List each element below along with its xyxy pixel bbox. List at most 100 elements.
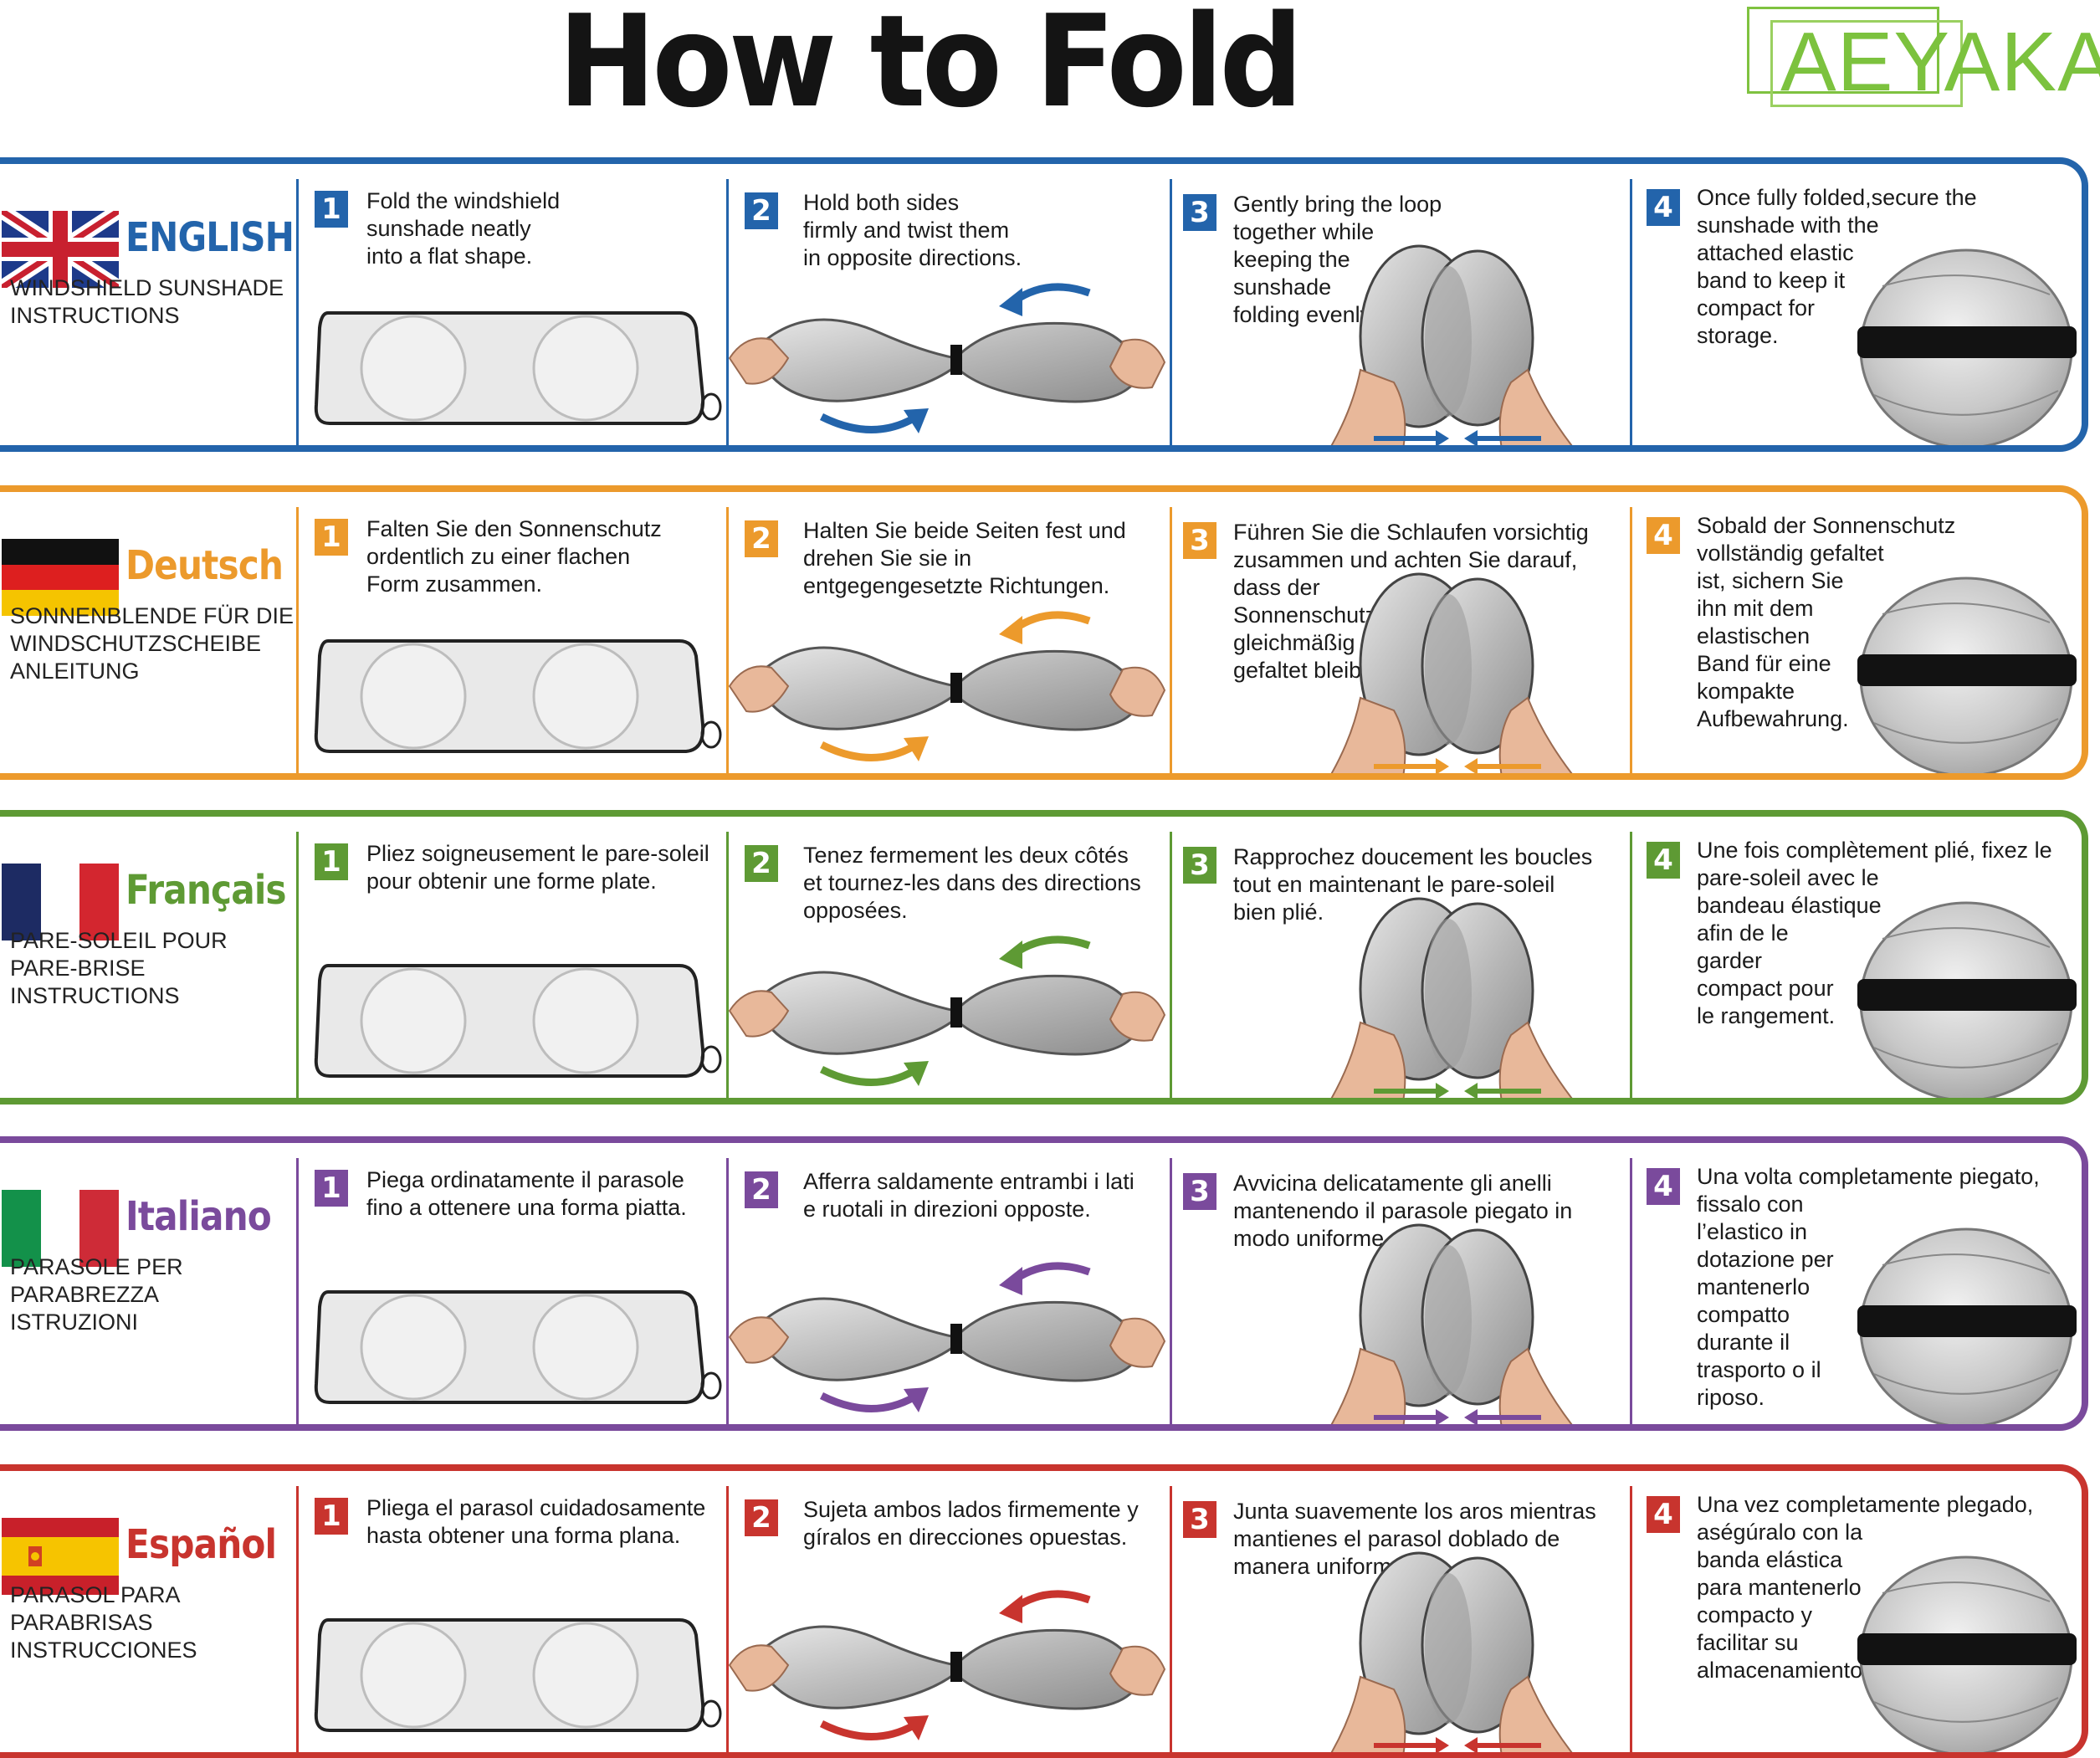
step-number-badge: 4 (1647, 189, 1680, 226)
looped-sunshade-image (1330, 1223, 1573, 1424)
flat-sunshade-image (314, 1290, 722, 1404)
flat-sunshade-image (314, 639, 722, 753)
column-divider (1630, 1486, 1632, 1752)
step-number-badge: 1 (315, 519, 348, 556)
folded-disc-image (1857, 577, 2077, 773)
step-text: Una vez completamente plegado, aségúralo… (1697, 1492, 2034, 1683)
twisting-sunshade-image (728, 1262, 1166, 1412)
column-divider (1630, 507, 1632, 773)
step-number-badge: 3 (1183, 522, 1216, 559)
step-text: Führen Sie die Schlaufen vorsichtig zusa… (1233, 520, 1589, 683)
step-text: Gently bring the loop together while kee… (1233, 192, 1442, 327)
column-divider (1630, 832, 1632, 1098)
step-text: Afferra saldamente entrambi i lati e ruo… (803, 1169, 1135, 1222)
step-text: Una volta completamente piegato, fissalo… (1697, 1164, 2040, 1410)
twisting-sunshade-image (728, 611, 1166, 761)
folded-disc-image (1857, 901, 2077, 1098)
column-divider (296, 1486, 299, 1752)
step-number-badge: 1 (315, 1498, 348, 1535)
step-text: Falten Sie den Sonnenschutz ordentlich z… (366, 516, 662, 597)
step-text: Rapprochez doucement les boucles tout en… (1233, 844, 1593, 925)
brand-name: AEYAKA (1780, 15, 2100, 109)
language-name: Français (125, 867, 287, 914)
step-number-badge: 3 (1183, 847, 1216, 884)
column-divider (726, 832, 729, 1098)
twisting-sunshade-image (728, 283, 1166, 433)
column-divider (1170, 832, 1172, 1098)
column-divider (726, 1158, 729, 1424)
step-number-badge: 1 (315, 191, 348, 228)
step-number-badge: 1 (315, 843, 348, 880)
step-number-badge: 4 (1647, 1168, 1680, 1205)
instructions-title: PARE-SOLEIL POUR PARE-BRISE INSTRUCTIONS (10, 928, 228, 1008)
step-text: Pliez soigneusement le pare-soleil pour … (366, 841, 709, 894)
step-text: Fold the windshield sunshade neatly into… (366, 188, 561, 269)
language-header: ENGLISH WINDSHIELD SUNSHADE INSTRUCTIONS (0, 164, 296, 445)
looped-sunshade-image (1330, 572, 1573, 773)
looped-sunshade-image (1330, 897, 1573, 1098)
column-divider (1170, 1158, 1172, 1424)
folded-disc-image (1857, 1228, 2077, 1424)
column-divider (726, 179, 729, 445)
step-number-badge: 3 (1183, 1173, 1216, 1210)
column-divider (726, 1486, 729, 1752)
step-text: Sujeta ambos lados firmemente y gíralos … (803, 1497, 1139, 1550)
instructions-title: PARASOL PARA PARABRISAS INSTRUCCIONES (10, 1582, 197, 1663)
language-name: Español (125, 1521, 277, 1568)
step-number-badge: 3 (1183, 1501, 1216, 1538)
column-divider (1170, 507, 1172, 773)
instructions-title: WINDSHIELD SUNSHADE INSTRUCTIONS (10, 275, 284, 328)
spanish-flag-icon (2, 1518, 119, 1595)
column-divider (296, 179, 299, 445)
logo-frame (1747, 7, 1939, 94)
french-flag-icon (2, 864, 119, 941)
language-name: Italiano (125, 1193, 272, 1240)
folded-disc-image (1857, 1556, 2077, 1752)
twisting-sunshade-image (728, 935, 1166, 1086)
step-text: Hold both sides firmly and twist them in… (803, 190, 1022, 270)
column-divider (1630, 1158, 1632, 1424)
step-text: Halten Sie beide Seiten fest und drehen … (803, 518, 1126, 598)
step-number-badge: 3 (1183, 194, 1216, 231)
column-divider (1630, 179, 1632, 445)
step-number-badge: 2 (745, 520, 778, 557)
looped-sunshade-image (1330, 1551, 1573, 1752)
step-number-badge: 2 (745, 1171, 778, 1208)
column-divider (1170, 179, 1172, 445)
column-divider (296, 507, 299, 773)
looped-sunshade-image (1330, 244, 1573, 445)
step-number-badge: 4 (1647, 1496, 1680, 1533)
step-number-badge: 1 (315, 1170, 348, 1207)
instruction-panel: ENGLISH WINDSHIELD SUNSHADE INSTRUCTIONS 1… (0, 157, 2088, 452)
page-title: How to Fold (558, 0, 1304, 136)
column-divider (296, 1158, 299, 1424)
language-name: Deutsch (125, 542, 284, 589)
step-text: Une fois complètement plié, fixez le par… (1697, 838, 2052, 1028)
german-flag-icon (2, 539, 119, 616)
language-name: ENGLISH (125, 214, 295, 261)
step-number-badge: 2 (745, 192, 778, 229)
step-text: Tenez fermement les deux côtés et tourne… (803, 843, 1141, 923)
step-number-badge: 2 (745, 845, 778, 882)
step-text: Piega ordinatamente il parasole fino a o… (366, 1167, 687, 1220)
step-text: Once fully folded,secure the sunshade wi… (1697, 185, 1977, 348)
folded-disc-image (1857, 249, 2077, 445)
step-number-badge: 4 (1647, 842, 1680, 879)
column-divider (726, 507, 729, 773)
flat-sunshade-image (314, 311, 722, 425)
step-text: Avvicina delicatamente gli anelli manten… (1233, 1171, 1573, 1251)
step-number-badge: 2 (745, 1499, 778, 1536)
step-number-badge: 4 (1647, 517, 1680, 554)
twisting-sunshade-image (728, 1590, 1166, 1740)
step-text: Sobald der Sonnenschutz vollständig gefa… (1697, 513, 1956, 731)
step-text: Pliega el parasol cuidadosamente hasta o… (366, 1495, 706, 1548)
instructions-title: SONNENBLENDE FÜR DIE WINDSCHUTZSCHEIBE A… (10, 603, 295, 684)
uk-flag-icon (0, 204, 123, 295)
